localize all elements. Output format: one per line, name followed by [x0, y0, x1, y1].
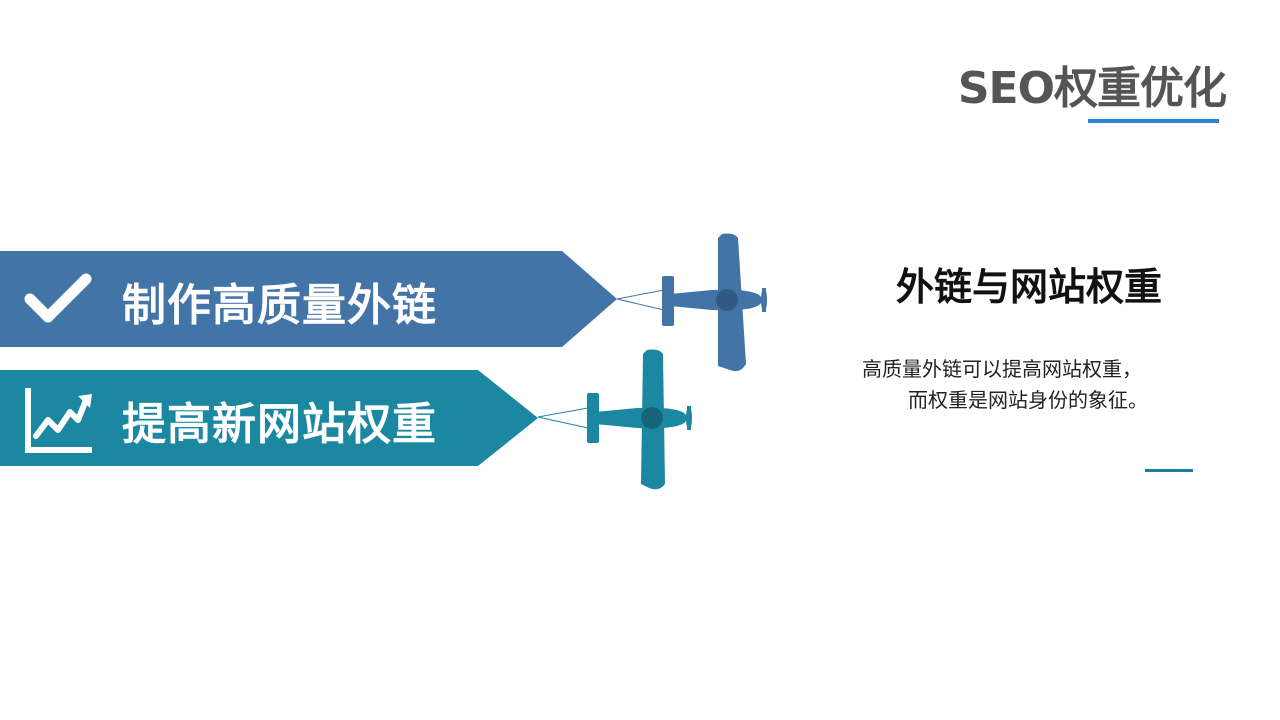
section-heading: 外链与网站权重: [896, 265, 1163, 309]
airplane-icon: [537, 349, 692, 490]
banner-label-make-backlinks: 制作高质量外链: [122, 280, 437, 331]
section-description: 高质量外链可以提高网站权重， 而权重是网站身份的象征。: [862, 354, 1148, 416]
banner-label-raise-weight: 提高新网站权重: [122, 399, 437, 450]
slide-title: SEO权重优化: [957, 63, 1227, 114]
airplane-icon: [616, 233, 767, 372]
banner-arrow-shape: [0, 251, 617, 347]
banner-arrow-shape: [0, 370, 538, 466]
accent-line: [1145, 469, 1193, 472]
description-line: 高质量外链可以提高网站权重，: [862, 357, 1142, 381]
description-line: 而权重是网站身份的象征。: [908, 388, 1148, 412]
title-underline: [1088, 119, 1219, 123]
banner-raise-weight: 提高新网站权重: [0, 370, 545, 466]
banner-make-backlinks: 制作高质量外链: [0, 251, 620, 347]
